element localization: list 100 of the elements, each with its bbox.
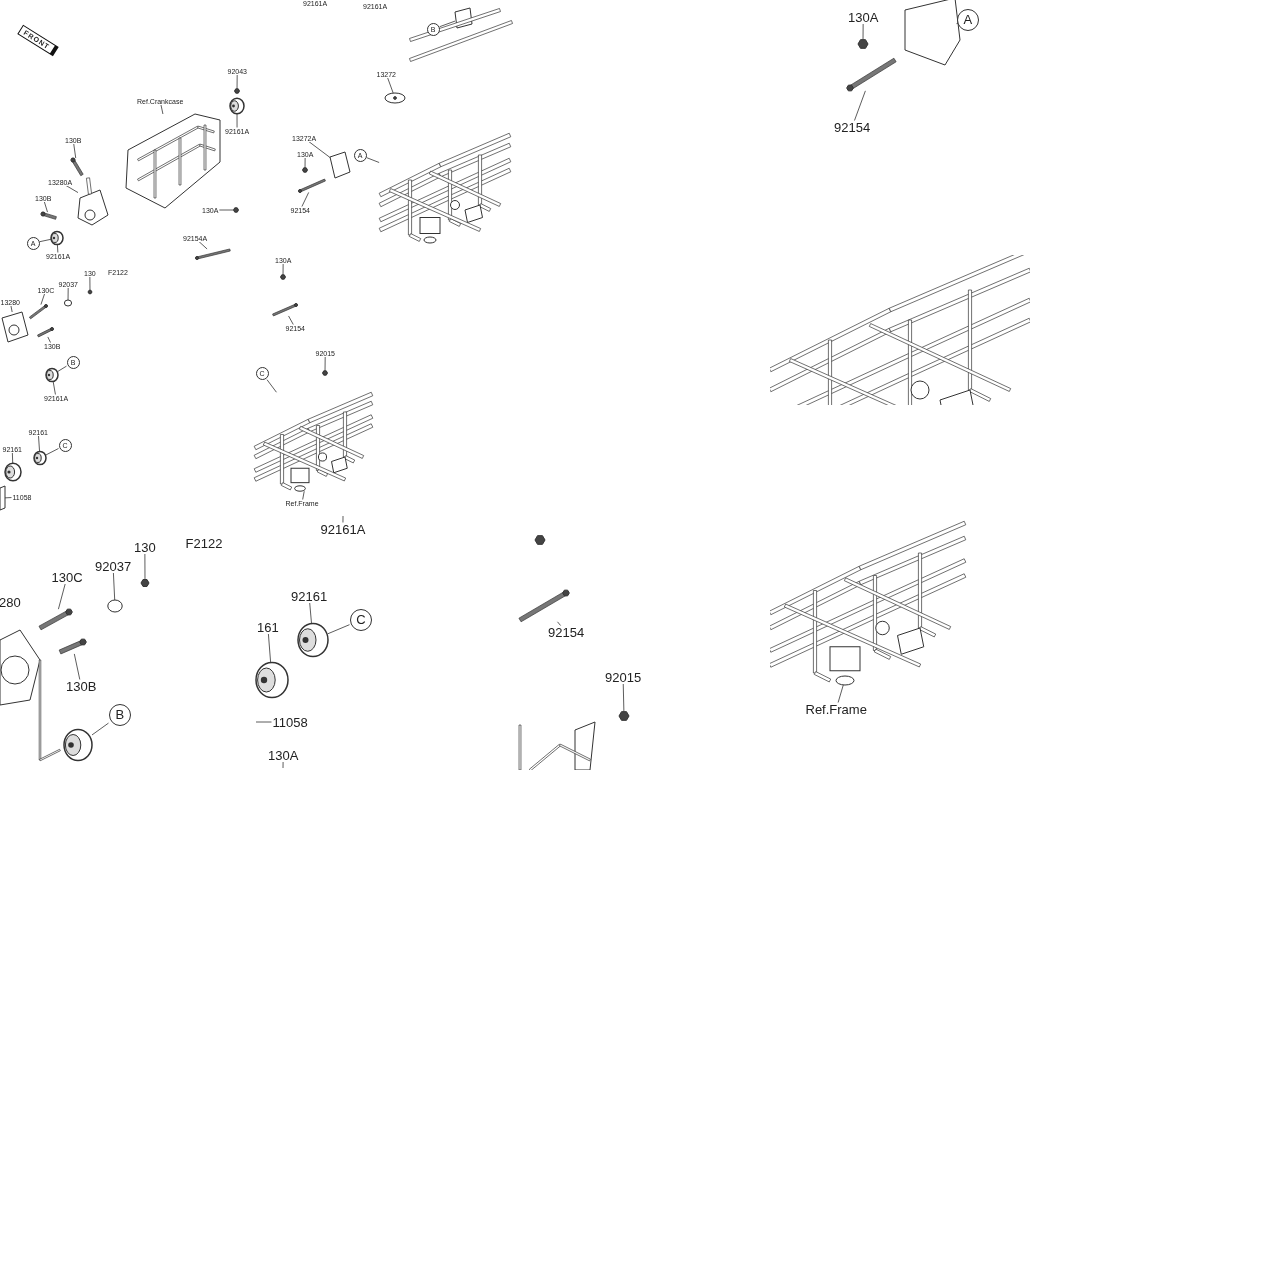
- leader-line: [10, 305, 13, 313]
- leader-line: [47, 336, 51, 343]
- leader-line: [439, 20, 456, 28]
- part-number: 92015: [604, 670, 643, 684]
- crankcase-drawing: [125, 113, 221, 209]
- leader-line: [387, 77, 394, 94]
- nut-drawing: [302, 167, 308, 173]
- leader-line: [65, 185, 79, 193]
- leader-line: [113, 572, 116, 601]
- bolt-drawing: [70, 157, 84, 177]
- leader-line: [91, 722, 109, 736]
- part-number: 130B: [65, 679, 98, 693]
- leader-line: [837, 684, 844, 703]
- nut-drawing: [234, 88, 240, 94]
- leader-line: [52, 381, 56, 395]
- rubber-mount-drawing: [297, 622, 329, 658]
- part-number: 92154: [833, 120, 872, 134]
- leader-line: [236, 113, 238, 128]
- bolt-drawing: [38, 608, 73, 631]
- clip-drawing: [63, 299, 73, 307]
- bolt-drawing: [40, 211, 57, 220]
- housing-drawing: [1, 311, 29, 343]
- leader-line: [309, 602, 312, 624]
- part-number: 92161A: [319, 522, 367, 536]
- part-number: 130C: [50, 570, 84, 584]
- reference-circle: B: [108, 703, 132, 727]
- rubber-mount-drawing: [229, 97, 245, 115]
- nut-drawing: [857, 39, 869, 49]
- leader-line: [45, 448, 59, 456]
- bolt-drawing: [297, 178, 326, 193]
- part-number: 11058: [271, 715, 309, 729]
- part-number: 280: [0, 595, 22, 609]
- leader-line: [43, 201, 48, 213]
- plate-drawing: [329, 151, 351, 179]
- leader-line: [144, 553, 146, 580]
- nut-drawing: [280, 274, 286, 280]
- leader-line: [236, 74, 238, 90]
- leader-line: [255, 721, 272, 723]
- part-number: 130A: [847, 10, 880, 24]
- bolt-drawing: [37, 327, 55, 338]
- leader-line: [89, 276, 91, 291]
- rubber-mount-drawing: [50, 230, 64, 246]
- bolt-drawing: [194, 248, 231, 260]
- rubber-mount-drawing: [33, 450, 47, 466]
- part-number: 92161: [290, 589, 329, 603]
- leader-line: [11, 452, 14, 464]
- rubber-mount-drawing: [255, 661, 289, 699]
- part-number: 161: [256, 620, 280, 634]
- leader-line: [40, 293, 46, 305]
- leader-line: [39, 238, 52, 243]
- bolt-drawing: [518, 589, 570, 623]
- bolt-drawing: [272, 303, 299, 317]
- leader-line: [282, 761, 284, 769]
- leader-line: [4, 497, 12, 499]
- part-number: F2122: [184, 536, 224, 550]
- leader-line: [327, 624, 350, 635]
- leader-line: [57, 244, 59, 253]
- leader-line: [622, 683, 625, 713]
- rubber-mount-drawing: [4, 462, 22, 482]
- rubber-mount-drawing: [63, 728, 93, 762]
- part-number: 130: [133, 540, 157, 554]
- leader-line: [862, 23, 864, 41]
- leader-line: [308, 141, 331, 158]
- part-number: 130A: [267, 748, 300, 762]
- leader-line: [342, 515, 344, 523]
- leader-line: [288, 315, 294, 325]
- leader-line: [73, 143, 77, 159]
- part-number: 92037: [94, 559, 133, 573]
- rubber-mount-drawing: [45, 367, 59, 383]
- part-number: Ref.Frame: [804, 702, 868, 716]
- leader-line: [854, 90, 866, 121]
- frame-drawing: [378, 132, 512, 244]
- bolt-drawing: [58, 638, 87, 655]
- leader-line: [67, 287, 69, 301]
- leader-line: [366, 157, 380, 163]
- part-number: 92154: [547, 625, 586, 639]
- leader-line: [304, 157, 306, 169]
- clip-drawing: [107, 599, 123, 613]
- leader-line: [73, 653, 81, 680]
- plate-drawing: [384, 92, 406, 104]
- leader-line: [218, 209, 234, 211]
- leader-line: [267, 633, 271, 663]
- leader-line: [58, 583, 66, 610]
- bolt-drawing: [846, 57, 897, 92]
- nut-drawing: [233, 207, 239, 213]
- nut-drawing: [87, 289, 93, 295]
- leader-line: [198, 241, 208, 250]
- bracket-drawing: [77, 177, 109, 226]
- plate-drawing: [0, 485, 6, 511]
- bolt-drawing: [29, 304, 49, 320]
- leader-line: [266, 379, 277, 393]
- nut-drawing: [140, 579, 150, 587]
- nut-drawing: [322, 370, 328, 376]
- frame-drawing: [770, 520, 967, 686]
- leader-line: [38, 435, 40, 452]
- frame-drawing: [253, 391, 374, 492]
- nut-drawing: [618, 711, 630, 721]
- leader-line: [324, 356, 326, 372]
- leader-line: [160, 104, 164, 115]
- leader-line: [301, 192, 310, 207]
